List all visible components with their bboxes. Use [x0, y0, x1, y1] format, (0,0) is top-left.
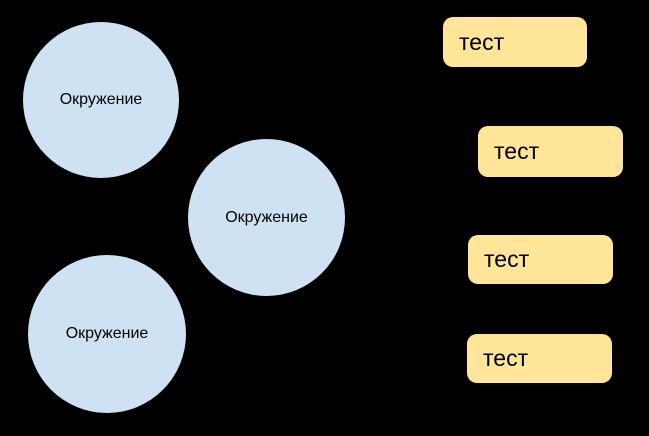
environment-circle-1-label: Окружение	[59, 91, 143, 108]
environment-circle-2[interactable]: Окружение	[188, 139, 345, 296]
environment-circle-1[interactable]: Окружение	[23, 22, 179, 178]
test-node-3-label: тест	[484, 246, 530, 272]
test-node-2-label: тест	[494, 138, 540, 164]
environment-circle-3-label: Окружение	[65, 325, 149, 342]
environment-circle-2-label: Окружение	[225, 208, 308, 226]
test-node-2[interactable]: тест	[478, 126, 623, 177]
test-node-3[interactable]: тест	[468, 235, 613, 284]
environment-circle-3[interactable]: Окружение	[28, 255, 186, 413]
test-node-4[interactable]: тест	[467, 334, 612, 383]
test-node-4-label: тест	[483, 345, 529, 371]
test-node-1[interactable]: тест	[443, 17, 587, 67]
test-node-1-label: тест	[459, 28, 505, 55]
